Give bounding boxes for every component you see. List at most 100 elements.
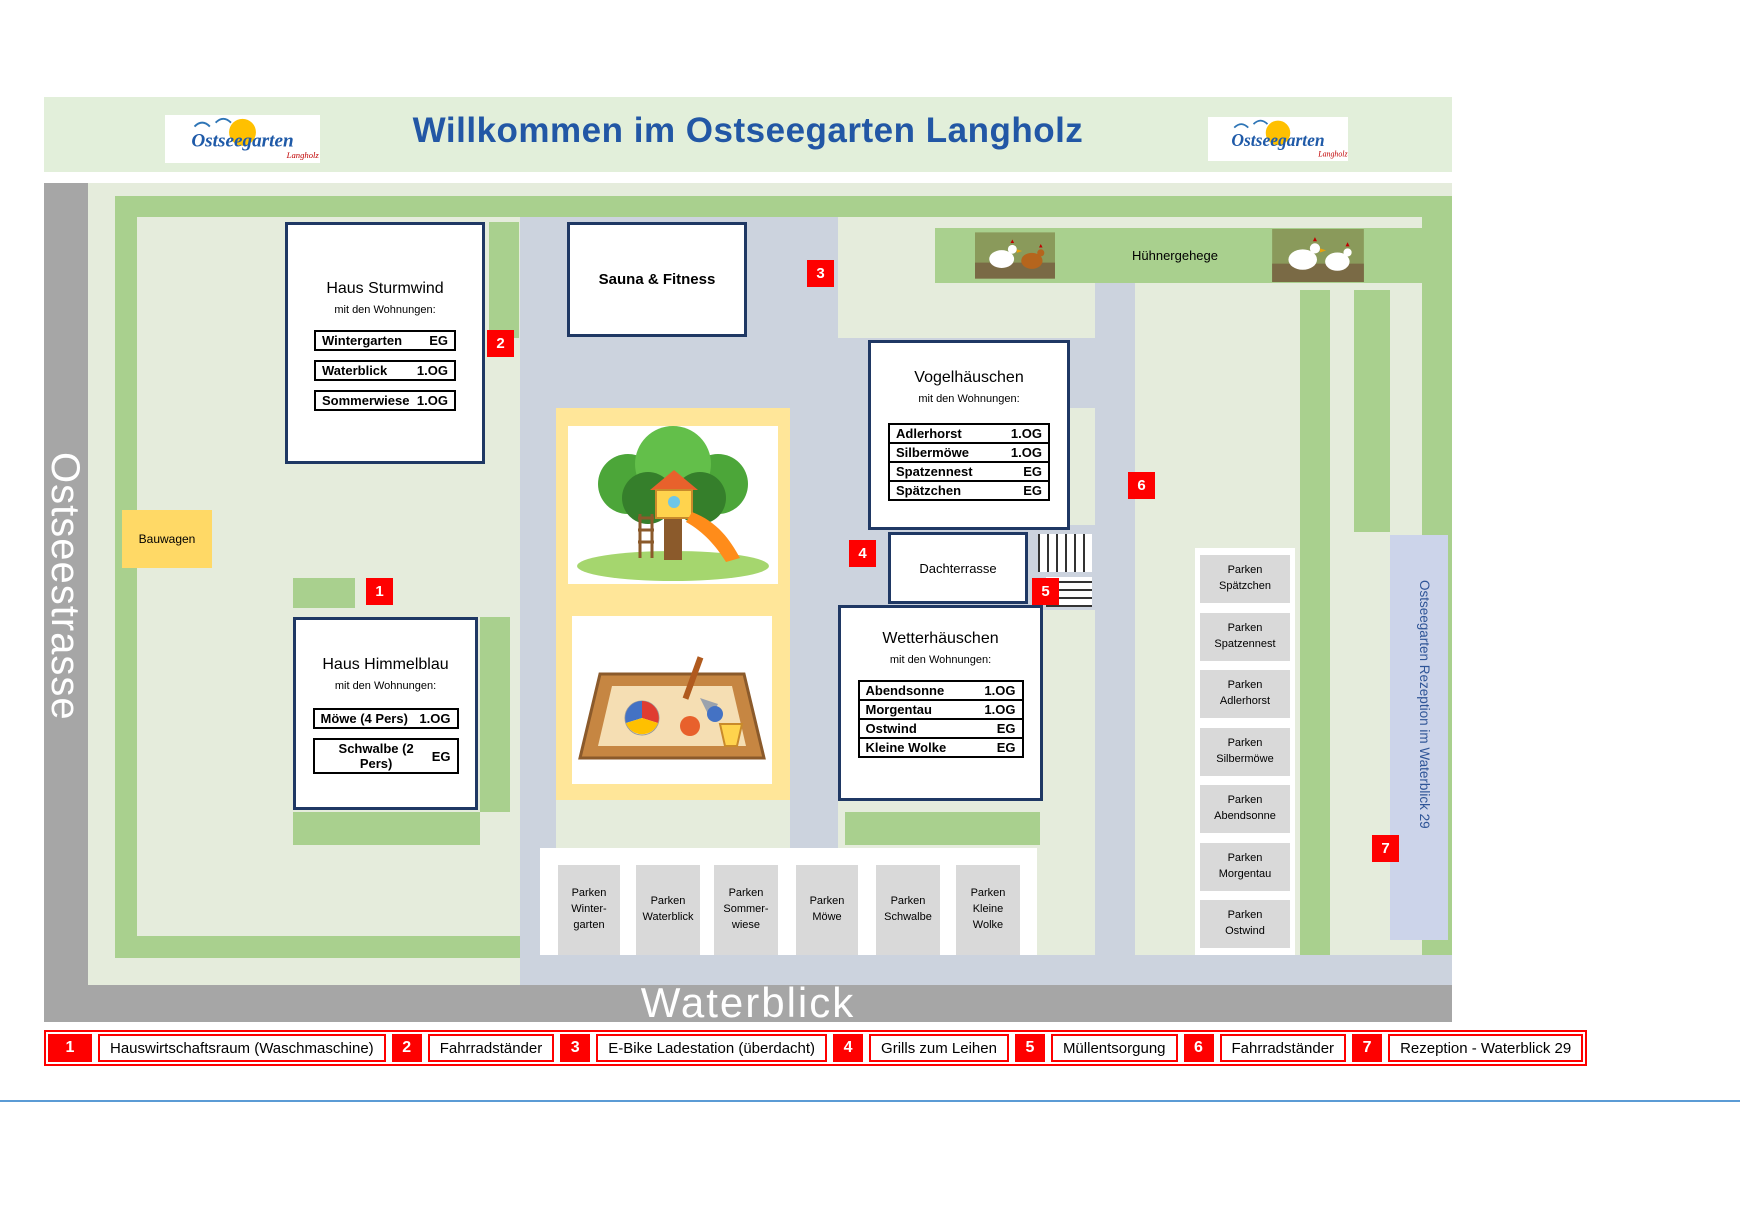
building-subtitle: mit den Wohnungen: <box>889 654 992 666</box>
unit-row: Morgentau 1.OG <box>857 699 1024 720</box>
building-subtitle: mit den Wohnungen: <box>334 304 436 316</box>
unit-row: Schwalbe (2 Pers) EG <box>312 738 459 774</box>
marker-6: 6 <box>1128 472 1155 499</box>
hedge-left-strip <box>115 196 137 958</box>
building-subtitle: mit den Wohnungen: <box>918 393 1020 405</box>
stairs-icon <box>1038 534 1092 572</box>
hedge-top-strip <box>115 196 1422 217</box>
marker-2: 2 <box>487 330 514 357</box>
legend-number-7: 7 <box>1352 1034 1383 1062</box>
unit-row: Wintergarten EG <box>314 330 456 351</box>
unit-row: Ostwind EG <box>857 718 1024 739</box>
unit-row: Silbermöwe 1.OG <box>888 442 1050 463</box>
unit-row: Waterblick 1.OG <box>314 360 456 381</box>
unit-name: Wintergarten <box>322 333 403 348</box>
unit-name: Möwe (4 Pers) <box>320 711 408 726</box>
building-vogelhaeuschen: Vogelhäuschen mit den Wohnungen: Adlerho… <box>868 340 1070 530</box>
header-banner: Ostseegarten Langholz Willkommen im Osts… <box>44 97 1452 172</box>
parking-spaetzchen: Parken Spätzchen <box>1200 555 1290 603</box>
road-waterblick: Waterblick <box>44 979 1452 1026</box>
marker-1: 1 <box>366 578 393 605</box>
unit-row: Sommerwiese 1.OG <box>314 390 456 411</box>
unit-name: Silbermöwe <box>896 445 969 460</box>
unit-floor: 1.OG <box>416 393 448 408</box>
sauna-label: Sauna & Fitness <box>598 271 716 288</box>
legend-label-6: Fahrradständer <box>1219 1034 1347 1062</box>
logo-text: Ostseegarten <box>1231 130 1324 150</box>
legend-number-2: 2 <box>391 1034 422 1062</box>
parking-adlerhorst: Parken Adlerhorst <box>1200 670 1290 718</box>
marker-4: 4 <box>849 540 876 567</box>
unit-floor: 1.OG <box>1010 445 1042 460</box>
building-title: Haus Himmelblau <box>322 656 449 673</box>
building-subtitle: mit den Wohnungen: <box>334 680 437 692</box>
parking-spatzennest: Parken Spatzennest <box>1200 613 1290 661</box>
road-ostseestrasse-label: Ostseestrasse <box>43 452 87 721</box>
parking-abendsonne: Parken Abendsonne <box>1200 785 1290 833</box>
chicken-photo <box>1272 229 1364 282</box>
path-left-of-vogelhaeuschen <box>838 408 868 525</box>
building-title: Wetterhäuschen <box>882 630 999 647</box>
parking-sommerwiese: Parken Sommer- wiese <box>714 865 778 955</box>
legend-label-4: Grills zum Leihen <box>869 1034 1009 1062</box>
dachterrasse-label: Dachterrasse <box>919 560 997 576</box>
parking-kleine-wolke: Parken Kleine Wolke <box>956 865 1020 955</box>
building-dachterrasse: Dachterrasse <box>888 532 1028 604</box>
unit-row: Abendsonne 1.OG <box>857 680 1024 701</box>
unit-floor: EG <box>429 333 448 348</box>
hedge-right-of-sturmwind <box>489 222 519 338</box>
unit-floor: EG <box>431 748 451 764</box>
page-bottom-divider <box>0 1100 1740 1102</box>
parking-silbermoewe: Parken Silbermöwe <box>1200 728 1290 776</box>
logo-right: Ostseegarten Langholz <box>1208 117 1348 161</box>
unit-floor: 1.OG <box>419 711 451 726</box>
parking-wintergarten: Parken Winter- garten <box>558 865 620 955</box>
bauwagen-label: Bauwagen <box>138 532 196 546</box>
legend-number-6: 6 <box>1183 1034 1214 1062</box>
building-title: Vogelhäuschen <box>914 369 1024 386</box>
legend-number-4: 4 <box>833 1034 864 1062</box>
unit-floor: EG <box>1023 464 1042 479</box>
building-sauna-fitness: Sauna & Fitness <box>567 222 747 337</box>
unit-floor: 1.OG <box>416 363 448 378</box>
marker-3: 3 <box>807 260 834 287</box>
legend-number-3: 3 <box>560 1034 591 1062</box>
parking-morgentau: Parken Morgentau <box>1200 843 1290 891</box>
building-haus-himmelblau: Haus Himmelblau mit den Wohnungen: Möwe … <box>293 617 478 810</box>
unit-name: Sommerwiese <box>322 393 410 408</box>
logo-left: Ostseegarten Langholz <box>165 115 320 163</box>
unit-floor: 1.OG <box>984 702 1016 717</box>
legend-bar: 1 Hauswirtschaftsraum (Waschmaschine) 2 … <box>44 1030 1588 1066</box>
building-wetterhaeuschen: Wetterhäuschen mit den Wohnungen: Abends… <box>838 605 1043 801</box>
hedge-bottom-left-strip <box>115 936 520 958</box>
parking-lot-bottom-bg <box>540 848 1037 955</box>
chicken-photo <box>975 230 1055 281</box>
hedge-below-wetterhaeuschen <box>845 812 1040 845</box>
unit-floor: EG <box>996 721 1016 736</box>
hedge-below-himmelblau <box>293 812 480 845</box>
unit-row: Spätzchen EG <box>888 480 1050 501</box>
logo-subtext: Langholz <box>1317 150 1347 159</box>
legend-number-5: 5 <box>1014 1034 1045 1062</box>
unit-name: Adlerhorst <box>896 426 962 441</box>
parking-waterblick: Parken Waterblick <box>636 865 700 955</box>
bauwagen-area: Bauwagen <box>122 510 212 568</box>
marker-5: 5 <box>1032 578 1059 605</box>
road-ostseestrasse <box>44 183 88 1022</box>
unit-name: Kleine Wolke <box>865 740 947 755</box>
unit-floor: 1.OG <box>984 683 1016 698</box>
path-vertical-right <box>1095 283 1135 985</box>
parking-ostwind: Parken Ostwind <box>1200 900 1290 948</box>
playground-image <box>568 426 778 584</box>
unit-floor: EG <box>1023 483 1042 498</box>
hedge-right-column-b <box>1354 290 1390 532</box>
legend-label-1: Hauswirtschaftsraum (Waschmaschine) <box>98 1034 386 1062</box>
unit-name: Schwalbe (2 Pers) <box>338 741 414 771</box>
hedge-above-himmelblau <box>293 578 355 608</box>
rezeption-strip <box>1390 535 1448 940</box>
unit-name: Spatzennest <box>896 464 973 479</box>
unit-row: Adlerhorst 1.OG <box>888 423 1050 444</box>
unit-row: Spatzennest EG <box>888 461 1050 482</box>
logo-text: Ostseegarten <box>191 131 293 152</box>
